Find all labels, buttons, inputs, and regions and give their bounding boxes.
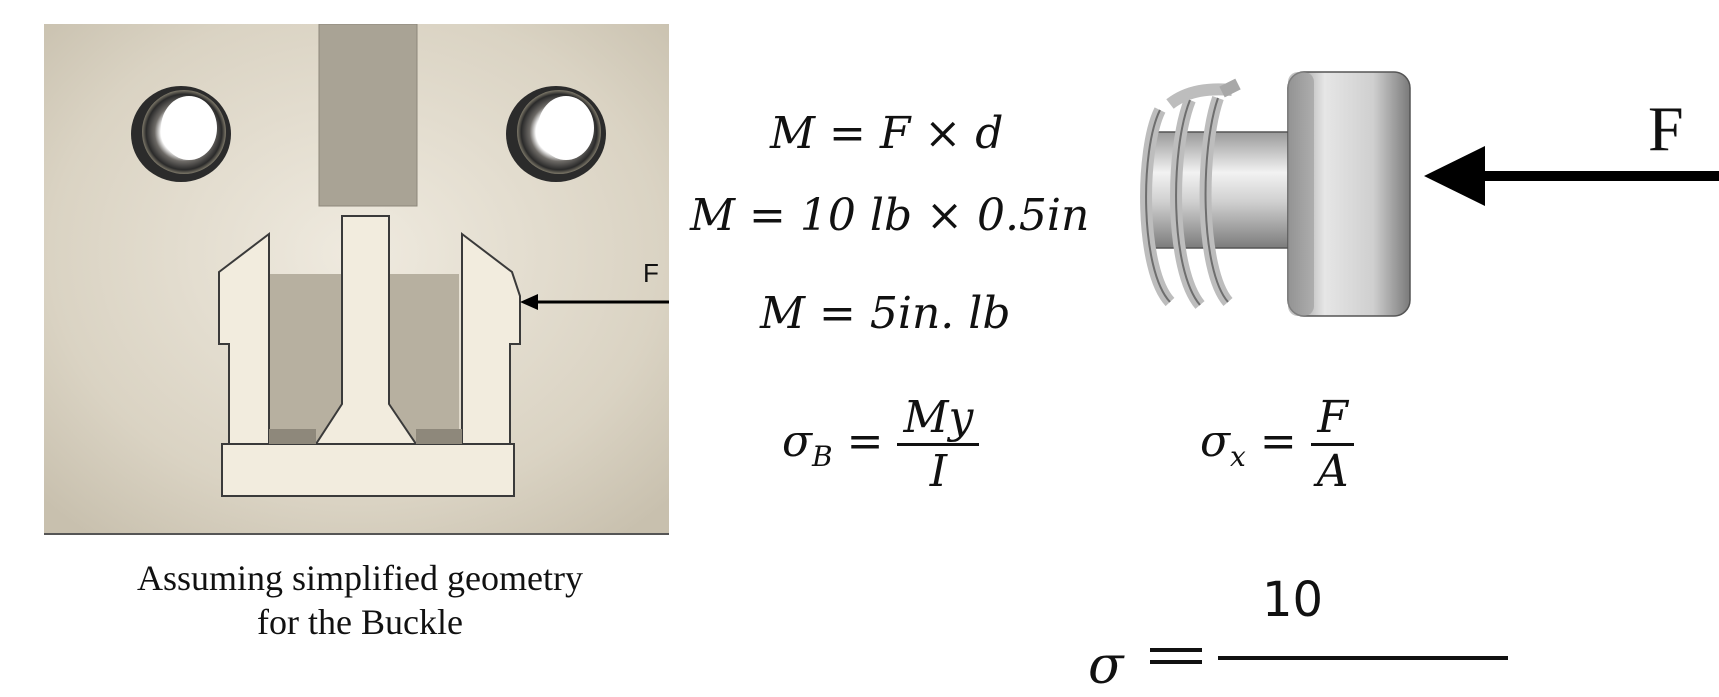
bending-stress-denominator: I xyxy=(929,446,948,497)
buckle-force-arrow xyxy=(520,294,677,310)
buckle-caption: Assuming simplified geometry for the Buc… xyxy=(80,556,640,644)
axial-stress-fraction: F A xyxy=(1310,392,1355,497)
equation-moment-result: M = 5in. lb xyxy=(760,288,1011,339)
buckle-caption-line2: for the Buckle xyxy=(257,602,463,642)
buckle-force-label: F xyxy=(643,258,659,288)
equation-partial-fraction-lhs: σ xyxy=(1088,636,1124,696)
right-mounting-hole xyxy=(506,86,606,182)
bending-stress-fraction: My I xyxy=(897,392,980,497)
bending-stress-numerator: My xyxy=(897,392,980,446)
buckle-drawing xyxy=(44,23,677,535)
equation-axial-stress: σx = F A xyxy=(1200,392,1355,497)
spring-force-label: F xyxy=(1648,93,1684,164)
buckle-caption-line1: Assuming simplified geometry xyxy=(137,558,583,598)
axial-stress-subscript: x xyxy=(1230,439,1246,473)
equation-partial-fraction-numerator: 10 xyxy=(1262,572,1324,628)
equation-bending-stress: σB = My I xyxy=(782,392,980,497)
spring-drawing xyxy=(1140,71,1719,317)
equation-partial-fraction-eq xyxy=(1150,648,1202,664)
spring-force-arrow xyxy=(1424,146,1719,206)
buckle-right-prong xyxy=(461,231,521,445)
equation-partial-fraction-bar xyxy=(1218,656,1508,660)
equation-moment-values: M = 10 lb × 0.5in xyxy=(690,190,1090,241)
bending-stress-symbol: σ xyxy=(782,416,813,467)
buckle-figure xyxy=(44,23,677,539)
buckle-base xyxy=(221,443,515,497)
axial-stress-numerator: F xyxy=(1310,392,1355,446)
bending-stress-subscript: B xyxy=(812,439,833,473)
left-mounting-hole xyxy=(131,86,231,182)
axial-stress-denominator: A xyxy=(1316,446,1349,497)
spring-figure xyxy=(1140,70,1719,320)
equation-moment-definition: M = F × d xyxy=(770,108,1004,159)
buckle-slot xyxy=(318,23,418,207)
axial-stress-symbol: σ xyxy=(1200,416,1231,467)
